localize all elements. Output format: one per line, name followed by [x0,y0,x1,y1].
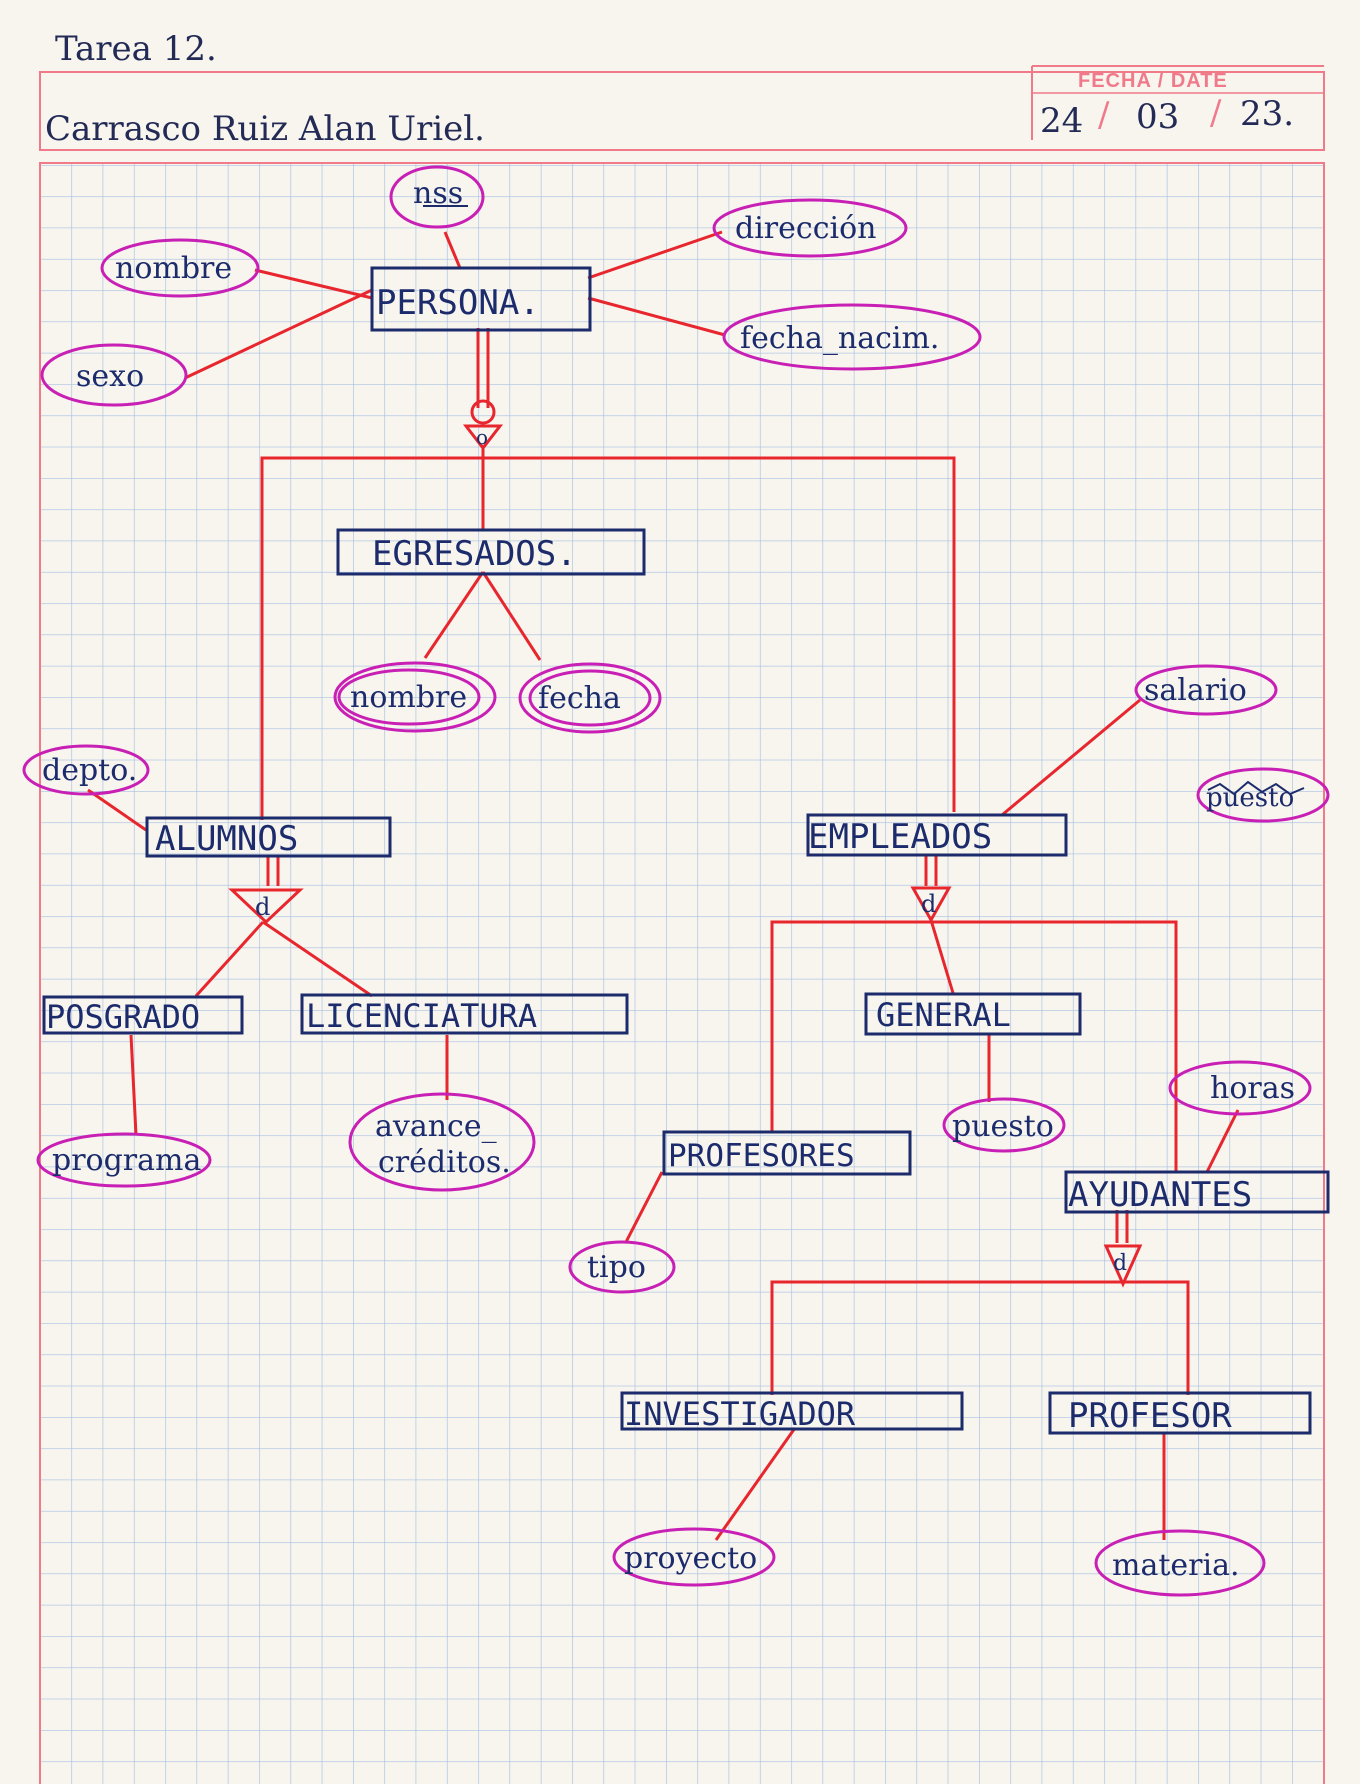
strikethrough-scribble [1207,780,1305,796]
entity-empleados-label: EMPLEADOS [808,817,992,857]
entity-ayudantes-label: AYUDANTES [1068,1175,1252,1215]
entity-empleados[interactable]: EMPLEADOS [806,813,1068,857]
date-year: 23. [1240,94,1294,134]
date-day: 24 [1040,101,1083,141]
svg-text:/: / [1098,95,1110,135]
entity-persona[interactable]: PERSONA. [370,266,592,332]
attr-nombre: nombre [115,251,232,286]
subset-triangle-ayudantes [1103,1244,1143,1288]
grid-border [39,162,1325,1784]
attr-egresados-nombre: nombre [350,680,467,715]
entity-ayudantes[interactable]: AYUDANTES [1064,1170,1330,1215]
date-label: FECHA / DATE [1078,70,1228,92]
connector-lines [87,230,1240,1541]
entity-egresados[interactable]: EGRESADOS. [336,528,646,576]
attr-fecha-nacim: fecha_nacim. [740,321,939,356]
attr-depto: depto. [42,753,137,788]
header: FECHA / DATE Tarea 12. Carrasco Ruiz Ala… [39,29,1325,151]
entity-profesores-label: PROFESORES [668,1138,855,1174]
attr-egresados-fecha: fecha [538,681,621,716]
attribute-ovals [22,165,1330,1597]
entity-alumnos[interactable]: ALUMNOS [145,816,392,859]
subset-triangle-persona [462,424,504,451]
svg-text:/: / [1210,93,1222,133]
attr-materia: materia. [1112,1548,1240,1583]
attr-avance-line2: créditos. [378,1145,511,1180]
entity-alumnos-label: ALUMNOS [155,819,298,859]
attr-salario: salario [1144,673,1247,708]
entity-general-label: GENERAL [876,996,1011,1034]
mark-empleados: d [921,890,936,918]
header-box [39,71,1325,151]
attr-direccion: dirección [735,211,876,246]
disjoint-circle-persona [470,399,496,425]
entity-persona-label: PERSONA. [376,283,540,323]
attr-horas: horas [1210,1071,1295,1106]
attr-tipo: tipo [587,1250,646,1285]
mark-ayudantes: d [1113,1251,1127,1276]
mark-alumnos: d [255,893,270,921]
entity-posgrado[interactable]: POSGRADO [42,995,244,1036]
attribute-labels: nss nombre sexo dirección fecha_nacim. n… [42,176,1295,1583]
entity-profesor-label: PROFESOR [1068,1396,1232,1436]
attr-nss: nss [413,176,463,211]
grid-area [40,163,1324,1784]
attr-proyecto: proyecto [624,1541,757,1576]
entity-profesor[interactable]: PROFESOR [1048,1391,1312,1436]
subset-triangle-empleados [910,886,952,924]
date-month: 03 [1136,97,1179,137]
specialization-symbols [228,399,1143,1288]
entity-general[interactable]: GENERAL [864,992,1082,1036]
subset-triangle-alumnos [228,888,304,925]
entity-licenciatura-label: LICENCIATURA [306,997,537,1035]
attr-programa: programa [52,1143,201,1178]
entity-investigador-label: INVESTIGADOR [624,1395,856,1433]
entity-posgrado-label: POSGRADO [46,998,200,1036]
entity-licenciatura[interactable]: LICENCIATURA [300,993,629,1035]
attr-puesto: puesto [952,1109,1054,1144]
entity-egresados-label: EGRESADOS. [372,534,577,574]
attr-sexo: sexo [76,359,144,394]
mark-persona: o [476,425,488,449]
attr-avance-line1: avance_ [375,1109,497,1144]
entity-investigador[interactable]: INVESTIGADOR [620,1391,964,1433]
assignment-title: Tarea 12. [55,29,217,69]
student-name: Carrasco Ruiz Alan Uriel. [45,109,485,149]
attr-puesto-crossed: puesto [1206,783,1294,813]
entities: PERSONA. EGRESADOS. ALUMNOS EMPLEADOS PO… [42,266,1330,1436]
entity-profesores[interactable]: PROFESORES [662,1130,912,1176]
